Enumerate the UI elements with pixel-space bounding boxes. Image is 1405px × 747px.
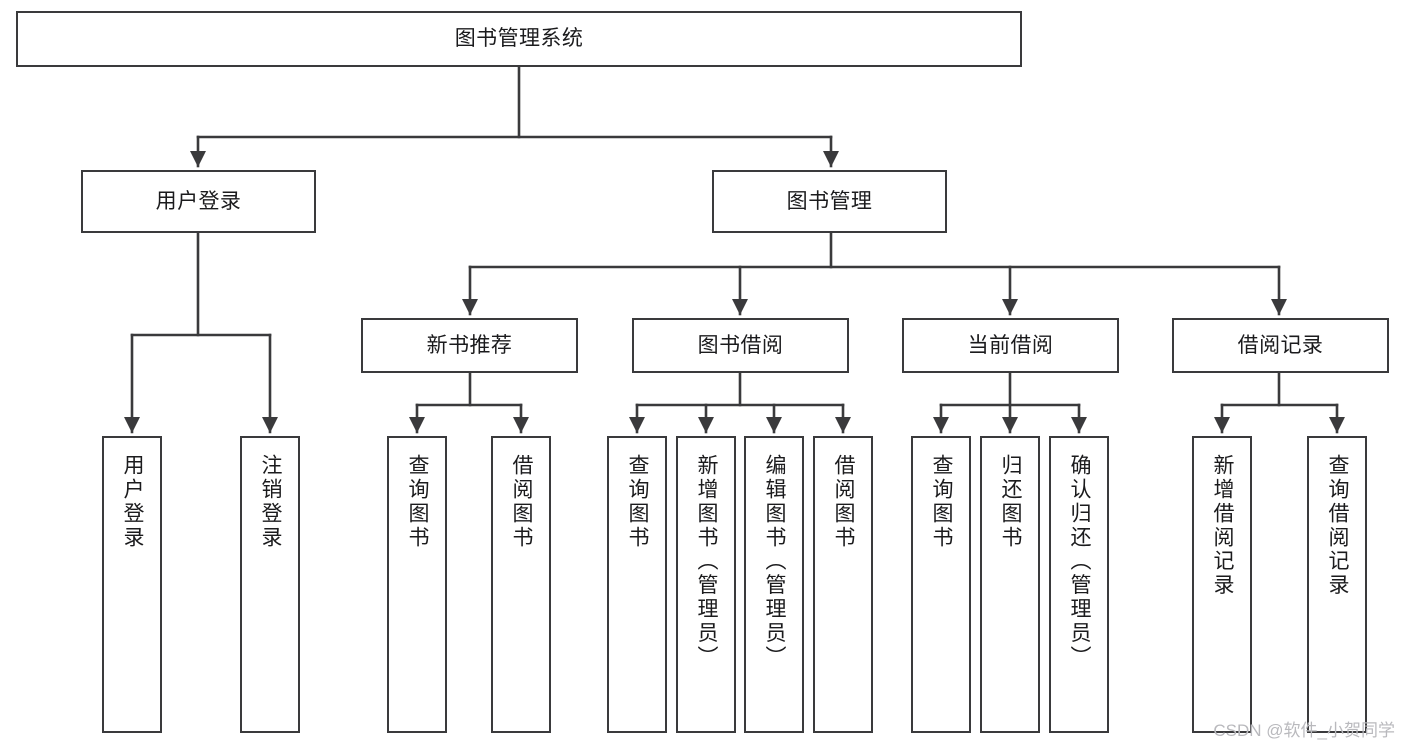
node-user-login[interactable]: 用户登录 bbox=[81, 170, 316, 233]
node-label: 查询图书 bbox=[626, 454, 650, 550]
node-leaf-book-borrow-add[interactable]: 新增图书（管理员） bbox=[676, 436, 736, 733]
node-book-borrow[interactable]: 图书借阅 bbox=[632, 318, 849, 373]
node-label: 新增图书（管理员） bbox=[695, 454, 719, 670]
node-current-borrow[interactable]: 当前借阅 bbox=[902, 318, 1119, 373]
node-leaf-new-book-query[interactable]: 查询图书 bbox=[387, 436, 447, 733]
node-book-management[interactable]: 图书管理 bbox=[712, 170, 947, 233]
node-label: 查询借阅记录 bbox=[1326, 454, 1350, 598]
node-label: 借阅图书 bbox=[832, 454, 856, 550]
node-label: 注销登录 bbox=[259, 454, 283, 550]
node-label: 借阅记录 bbox=[1237, 333, 1324, 357]
node-label: 编辑图书（管理员） bbox=[763, 454, 787, 670]
node-label: 借阅图书 bbox=[510, 454, 534, 550]
node-label: 图书管理 bbox=[786, 189, 873, 213]
node-leaf-user-login-login[interactable]: 用户登录 bbox=[102, 436, 162, 733]
watermark: CSDN @软件_小贺同学 bbox=[1213, 721, 1395, 740]
connector-borrow-record-stem bbox=[1220, 371, 1339, 407]
connector-current-borrow-stem bbox=[939, 371, 1081, 407]
connector-root-stem bbox=[196, 65, 833, 139]
connector-new-book-stem bbox=[415, 371, 523, 407]
connector-user-login-stem bbox=[130, 231, 272, 337]
node-leaf-new-book-borrow[interactable]: 借阅图书 bbox=[491, 436, 551, 733]
connector-book-manage-stem bbox=[468, 231, 1281, 269]
node-label: 当前借阅 bbox=[967, 333, 1054, 357]
node-label: 查询图书 bbox=[930, 454, 954, 550]
node-leaf-current-borrow-confirm-return[interactable]: 确认归还（管理员） bbox=[1049, 436, 1109, 733]
node-root-book-management-system[interactable]: 图书管理系统 bbox=[16, 11, 1022, 67]
node-leaf-borrow-record-add[interactable]: 新增借阅记录 bbox=[1192, 436, 1252, 733]
node-label: 查询图书 bbox=[406, 454, 430, 550]
connector-book-borrow-stem bbox=[635, 371, 845, 407]
node-label: 新书推荐 bbox=[426, 333, 513, 357]
node-label: 归还图书 bbox=[999, 454, 1023, 550]
node-leaf-borrow-record-query[interactable]: 查询借阅记录 bbox=[1307, 436, 1367, 733]
node-label: 图书借阅 bbox=[697, 333, 784, 357]
node-label: 用户登录 bbox=[155, 189, 242, 213]
node-label: 新增借阅记录 bbox=[1211, 454, 1235, 598]
node-label: 用户登录 bbox=[121, 454, 145, 550]
node-leaf-current-borrow-return[interactable]: 归还图书 bbox=[980, 436, 1040, 733]
node-new-book-recommend[interactable]: 新书推荐 bbox=[361, 318, 578, 373]
node-borrow-record[interactable]: 借阅记录 bbox=[1172, 318, 1389, 373]
node-leaf-current-borrow-query[interactable]: 查询图书 bbox=[911, 436, 971, 733]
node-label: 确认归还（管理员） bbox=[1068, 454, 1092, 670]
node-leaf-book-borrow-query[interactable]: 查询图书 bbox=[607, 436, 667, 733]
node-label: 图书管理系统 bbox=[454, 27, 584, 51]
node-leaf-user-login-logout[interactable]: 注销登录 bbox=[240, 436, 300, 733]
node-leaf-book-borrow-borrow[interactable]: 借阅图书 bbox=[813, 436, 873, 733]
node-leaf-book-borrow-edit[interactable]: 编辑图书（管理员） bbox=[744, 436, 804, 733]
